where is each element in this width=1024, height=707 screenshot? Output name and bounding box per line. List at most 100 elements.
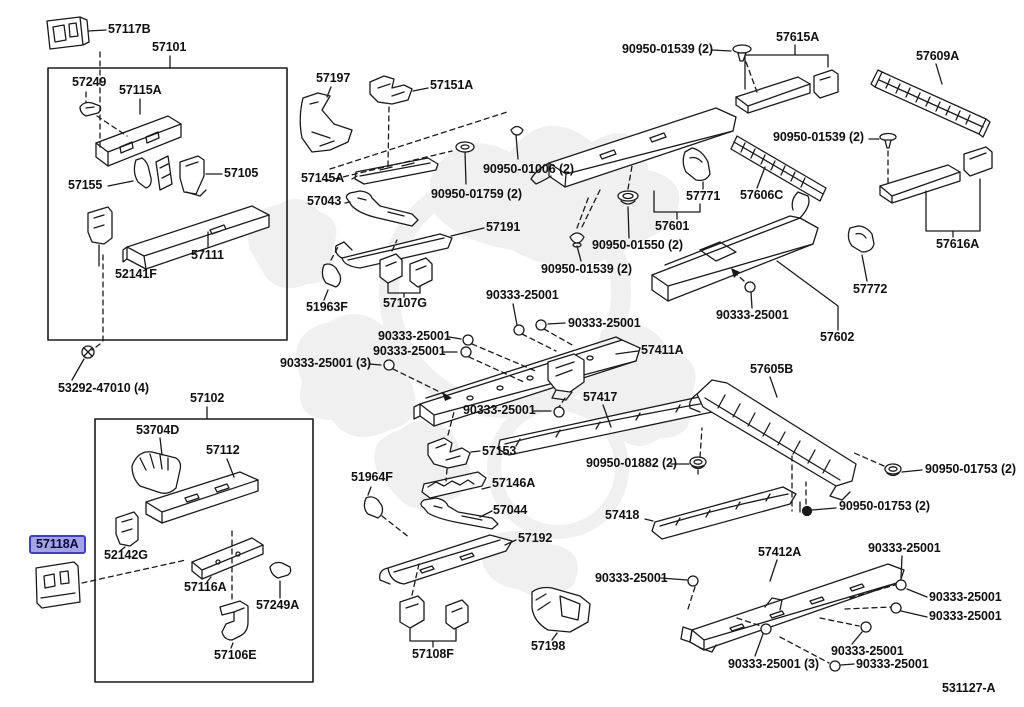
- part-label-52141f[interactable]: 52141F: [115, 267, 157, 281]
- part-label-51964f[interactable]: 51964F: [351, 470, 393, 484]
- part-label-57118a[interactable]: 57118A: [29, 535, 86, 554]
- part-drawing-57151a: [369, 75, 413, 105]
- part-label-57417[interactable]: 57417: [583, 390, 618, 404]
- part-label-57105[interactable]: 57105: [224, 166, 259, 180]
- part-drawing-57192: [379, 534, 513, 585]
- part-label-90950-01753-a[interactable]: 90950-01753 (2): [925, 462, 1016, 476]
- part-label-57153[interactable]: 57153: [482, 444, 517, 458]
- part-label-57771[interactable]: 57771: [686, 189, 721, 203]
- part-label-90950-01759[interactable]: 90950-01759 (2): [431, 187, 522, 201]
- part-label-57249a[interactable]: 57249A: [256, 598, 300, 612]
- part-drawing-57772: [847, 225, 875, 253]
- part-label-57043[interactable]: 57043: [307, 194, 342, 208]
- part-label-90333-25001-m[interactable]: 90333-25001 (3): [728, 657, 819, 671]
- part-label-57605b[interactable]: 57605B: [750, 362, 794, 376]
- part-label-90950-01006[interactable]: 90950-01006 (2): [483, 162, 574, 176]
- part-drawing-57111: [122, 205, 270, 270]
- leader-lines-solid: [71, 29, 981, 666]
- part-drawing-57106e: [219, 600, 249, 641]
- part-label-90333-25001-g[interactable]: 90333-25001: [716, 308, 789, 322]
- part-label-90333-25001-h[interactable]: 90333-25001: [595, 571, 668, 585]
- part-drawing-57601: [530, 107, 737, 188]
- part-drawing-57107g: [379, 253, 433, 288]
- part-label-57601[interactable]: 57601: [655, 219, 690, 233]
- part-label-57772[interactable]: 57772: [853, 282, 888, 296]
- part-label-57616a[interactable]: 57616A: [936, 237, 980, 251]
- part-label-90333-25001-k[interactable]: 90333-25001: [929, 609, 1002, 623]
- part-drawing-57602: [651, 191, 819, 302]
- part-label-90333-25001-b[interactable]: 90333-25001: [373, 344, 446, 358]
- part-label-57155[interactable]: 57155: [68, 178, 103, 192]
- part-label-57107g[interactable]: 57107G: [383, 296, 427, 310]
- part-drawing-57411a: [413, 336, 641, 427]
- group-box-57101: [47, 55, 288, 341]
- part-label-57192[interactable]: 57192: [518, 531, 553, 545]
- part-label-57115a[interactable]: 57115A: [119, 83, 162, 97]
- part-label-57108f[interactable]: 57108F: [412, 647, 454, 661]
- part-label-57198[interactable]: 57198: [531, 639, 566, 653]
- part-label-57609a[interactable]: 57609A: [916, 49, 960, 63]
- part-label-90333-25001-e[interactable]: 90333-25001: [568, 316, 641, 330]
- part-label-90950-01550[interactable]: 90950-01550 (2): [592, 238, 683, 252]
- leader-lines-dashed: [81, 51, 896, 664]
- part-drawing-51963f: [321, 263, 342, 288]
- part-label-53704d[interactable]: 53704D: [136, 423, 180, 437]
- part-label-57116a[interactable]: 57116A: [184, 580, 227, 594]
- part-label-57117b[interactable]: 57117B: [108, 22, 151, 36]
- part-drawing-57197: [299, 92, 353, 153]
- part-drawing-51964f: [363, 496, 384, 519]
- part-label-90333-25001-d[interactable]: 90333-25001: [486, 288, 559, 302]
- part-label-57106e[interactable]: 57106E: [214, 648, 257, 662]
- part-label-57602[interactable]: 57602: [820, 330, 855, 344]
- part-label-57146a[interactable]: 57146A: [492, 476, 536, 490]
- part-label-57197[interactable]: 57197: [316, 71, 351, 85]
- part-label-52142g[interactable]: 52142G: [104, 548, 148, 562]
- part-label-57145a[interactable]: 57145A: [301, 171, 345, 185]
- part-label-57411a[interactable]: 57411A: [641, 343, 684, 357]
- part-drawing-57198: [531, 586, 591, 633]
- part-label-57412a[interactable]: 57412A: [758, 545, 802, 559]
- part-label-51963f[interactable]: 51963F: [306, 300, 348, 314]
- part-drawing-57108f: [399, 595, 469, 630]
- part-label-90333-25001-j[interactable]: 90333-25001: [929, 590, 1002, 604]
- part-drawing-57153: [427, 437, 471, 469]
- part-label-90333-25001-a[interactable]: 90333-25001: [378, 329, 451, 343]
- part-label-57606c[interactable]: 57606C: [740, 188, 784, 202]
- part-drawing-57191: [334, 233, 453, 269]
- part-label-53292-47010[interactable]: 53292-47010 (4): [58, 381, 149, 395]
- part-label-57249[interactable]: 57249: [72, 75, 107, 89]
- part-drawing-57771: [682, 147, 711, 182]
- part-label-90333-25001-c[interactable]: 90333-25001 (3): [280, 356, 371, 370]
- group-box-57102: [94, 406, 314, 683]
- part-label-90950-01539-a[interactable]: 90950-01539 (2): [622, 42, 713, 56]
- part-label-57151a[interactable]: 57151A: [430, 78, 474, 92]
- part-label-57418[interactable]: 57418: [605, 508, 640, 522]
- part-drawing-57606c: [730, 135, 827, 202]
- part-drawing-57155: [133, 155, 173, 191]
- part-label-57044[interactable]: 57044: [493, 503, 528, 517]
- part-label-57111[interactable]: 57111: [191, 248, 224, 262]
- part-drawing-57249a: [269, 561, 292, 579]
- part-label-90333-25001-i[interactable]: 90333-25001: [868, 541, 941, 555]
- part-drawing-52142g: [115, 511, 139, 547]
- part-label-90950-01753-b[interactable]: 90950-01753 (2): [839, 499, 930, 513]
- fasteners: [455, 44, 902, 517]
- part-label-57615a[interactable]: 57615A: [776, 30, 820, 44]
- part-drawing-52141f: [87, 206, 113, 245]
- part-drawing-57105: [179, 155, 207, 197]
- part-label-57102[interactable]: 57102: [190, 391, 225, 405]
- part-label-57112[interactable]: 57112: [206, 443, 240, 457]
- part-label-90333-25001-l[interactable]: 90333-25001: [831, 644, 904, 658]
- part-label-90950-01539-c[interactable]: 90950-01539 (2): [541, 262, 632, 276]
- part-label-90950-01539-b[interactable]: 90950-01539 (2): [773, 130, 864, 144]
- part-label-90950-01882[interactable]: 90950-01882 (2): [586, 456, 677, 470]
- part-label-90333-25001-n[interactable]: 90333-25001: [856, 657, 929, 671]
- part-label-57101[interactable]: 57101: [152, 40, 187, 54]
- part-drawing-57112: [145, 471, 259, 524]
- part-label-90333-25001-f[interactable]: 90333-25001: [463, 403, 536, 417]
- clip-circles: [383, 281, 907, 672]
- part-label-57191[interactable]: 57191: [486, 220, 521, 234]
